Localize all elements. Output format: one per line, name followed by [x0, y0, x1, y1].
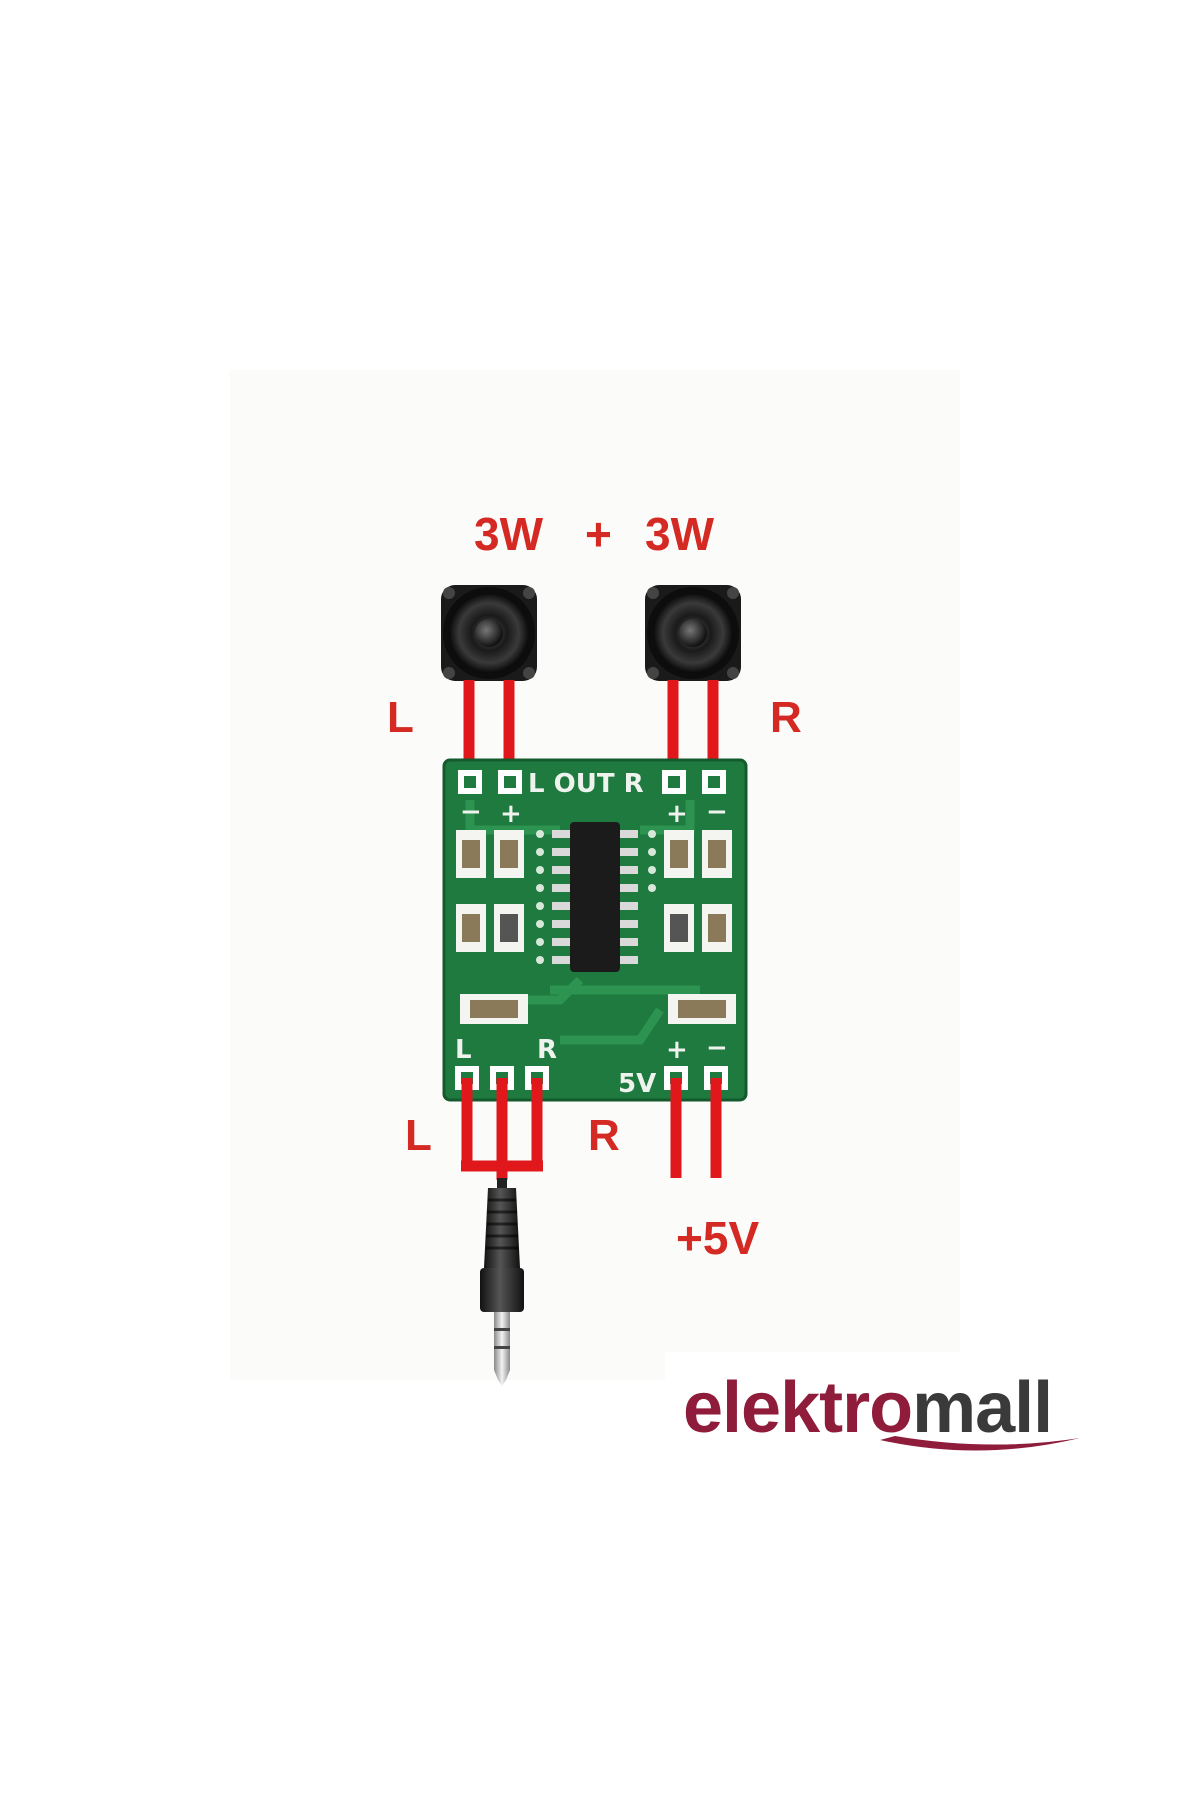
output-label-left: L: [387, 693, 414, 742]
smd-components-left: [456, 830, 528, 1024]
board-plus-silk: +: [666, 1035, 688, 1065]
board-in-left-silk: L: [455, 1035, 472, 1065]
brand-swoosh: [880, 1436, 1080, 1451]
power-plus-label: +: [585, 508, 612, 560]
board-in-right-silk: R: [537, 1035, 557, 1065]
board-minus-silk: −: [706, 1033, 728, 1063]
input-label-right: R: [588, 1111, 620, 1160]
board-out-silk: L OUT R: [528, 769, 644, 799]
audio-jack-icon: [480, 1178, 524, 1386]
input-wires: [461, 1078, 543, 1180]
board-plus-silk: +: [666, 799, 688, 829]
board-supply-silk: 5V: [618, 1069, 656, 1099]
brand-part-1: elektro: [683, 1368, 912, 1448]
brand-logo: elektromall: [665, 1352, 1195, 1470]
supply-wires: [670, 1078, 722, 1178]
board-minus-silk: −: [706, 797, 728, 827]
board-minus-silk: −: [460, 797, 482, 827]
output-label-right: R: [770, 693, 802, 742]
input-label-left: L: [405, 1111, 432, 1160]
power-label-left: 3W: [474, 508, 544, 560]
smd-components-right: [664, 830, 736, 1024]
supply-label: +5V: [676, 1212, 759, 1264]
brand-part-2: mall: [912, 1368, 1052, 1448]
board-plus-silk: +: [500, 799, 522, 829]
power-label-right: 3W: [645, 508, 715, 560]
svg-text:elektromall: elektromall: [683, 1368, 1052, 1448]
speaker-icon: [441, 585, 537, 681]
speaker-icon: [645, 585, 741, 681]
amplifier-board: L OUT R − + + −: [442, 758, 748, 1102]
amplifier-ic: [570, 822, 620, 972]
